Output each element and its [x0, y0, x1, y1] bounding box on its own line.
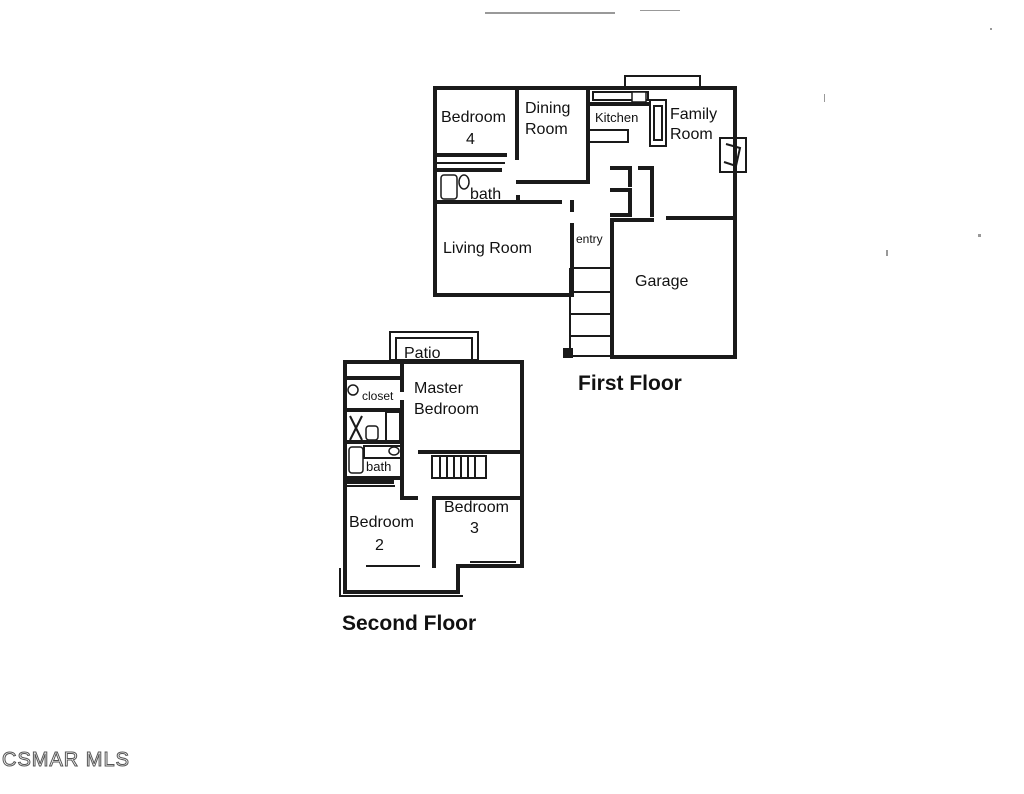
living-room-label: Living Room — [443, 240, 532, 257]
dining-room-label-2: Room — [525, 121, 568, 138]
master-bedroom-label: Master — [414, 380, 464, 397]
bath-label-first: bath — [470, 186, 501, 203]
closet-label: closet — [362, 389, 394, 403]
bedroom-3-label: Bedroom — [444, 499, 509, 516]
mls-watermark: CSMAR MLS — [2, 749, 130, 771]
garage-label: Garage — [635, 273, 688, 290]
bedroom-2-label: Bedroom — [349, 514, 414, 531]
dining-room-label: Dining — [525, 100, 570, 117]
bedroom-2-number: 2 — [375, 537, 384, 554]
bedroom-4-number: 4 — [466, 131, 475, 148]
bedroom-3-number: 3 — [470, 520, 479, 537]
second-floor-title: Second Floor — [342, 612, 476, 635]
family-room-label: Family — [670, 106, 717, 123]
second-floor-plan: Patio closet Master Bedroom bath Bedroom… — [339, 331, 524, 635]
first-floor-plan: Bedroom 4 Dining Room Kitchen Family Roo… — [433, 75, 747, 395]
first-floor-title: First Floor — [578, 372, 682, 395]
patio-label: Patio — [404, 345, 441, 362]
kitchen-label: Kitchen — [595, 110, 638, 125]
scan-marks — [485, 10, 992, 256]
master-bedroom-label-2: Bedroom — [414, 401, 479, 418]
family-room-label-2: Room — [670, 126, 713, 143]
bedroom-4-label: Bedroom — [441, 109, 506, 126]
entry-label: entry — [576, 232, 603, 246]
bath-label-second: bath — [366, 459, 391, 474]
